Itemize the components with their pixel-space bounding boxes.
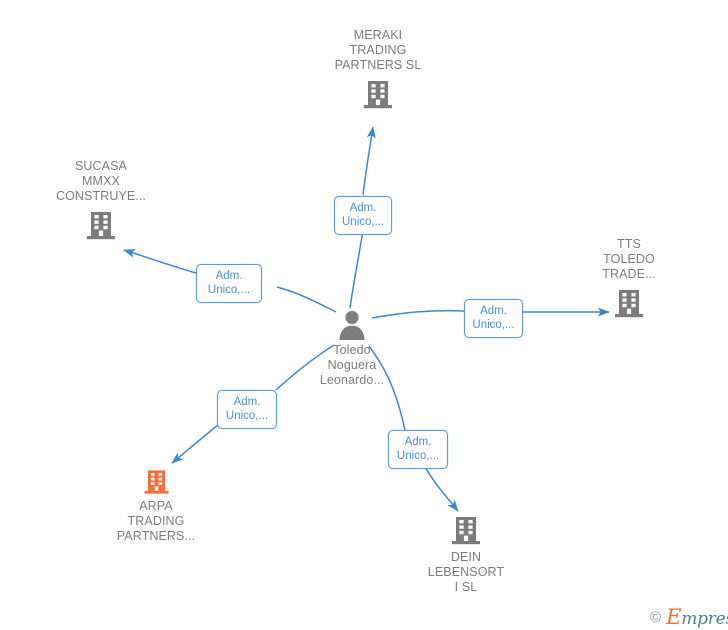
node-label-toledo: Toledo Noguera Leonardo... bbox=[319, 343, 385, 387]
node-arpa-trading-partners[interactable]: ARPA TRADING PARTNERS... bbox=[81, 467, 231, 544]
node-tts-toledo-trade[interactable]: TTS TOLEDO TRADE... bbox=[554, 237, 704, 320]
building-icon bbox=[87, 212, 115, 240]
building-icon bbox=[452, 517, 480, 545]
building-icon bbox=[615, 290, 643, 318]
brand-initial: E bbox=[666, 605, 682, 629]
node-toledo-noguera-leonardo[interactable]: Toledo Noguera Leonardo... bbox=[277, 308, 427, 388]
edge-label-meraki[interactable]: Adm. Unico,... bbox=[334, 196, 392, 235]
node-meraki-trading-partners-sl[interactable]: MERAKI TRADING PARTNERS SL bbox=[303, 28, 453, 111]
node-label-tts: TTS TOLEDO TRADE... bbox=[602, 237, 656, 281]
edge-label-tts[interactable]: Adm. Unico,... bbox=[464, 299, 523, 338]
edge-label-dein[interactable]: Adm. Unico,... bbox=[388, 430, 448, 469]
edge-label-arpa[interactable]: Adm. Unico,... bbox=[217, 390, 277, 429]
node-label-dein: DEIN LEBENSORT I SL bbox=[427, 550, 505, 594]
brand-rest: mpresia bbox=[681, 609, 728, 629]
copyright-icon: © bbox=[650, 609, 662, 626]
node-sucasa-mmxx-construye[interactable]: SUCASA MMXX CONSTRUYE... bbox=[26, 159, 176, 242]
person-icon bbox=[339, 310, 365, 340]
empresia-brand-text: Empresia bbox=[666, 607, 728, 628]
node-label-arpa: ARPA TRADING PARTNERS... bbox=[116, 499, 196, 543]
building-icon bbox=[144, 470, 168, 494]
node-label-sucasa: SUCASA MMXX CONSTRUYE... bbox=[55, 159, 147, 203]
node-label-meraki: MERAKI TRADING PARTNERS SL bbox=[334, 28, 422, 72]
empresia-watermark: © Empresia bbox=[650, 607, 728, 628]
building-icon bbox=[364, 81, 392, 109]
node-dein-lebensort-i-sl[interactable]: DEIN LEBENSORT I SL bbox=[391, 513, 541, 595]
edge-label-sucasa[interactable]: Adm. Unico,... bbox=[196, 264, 262, 303]
